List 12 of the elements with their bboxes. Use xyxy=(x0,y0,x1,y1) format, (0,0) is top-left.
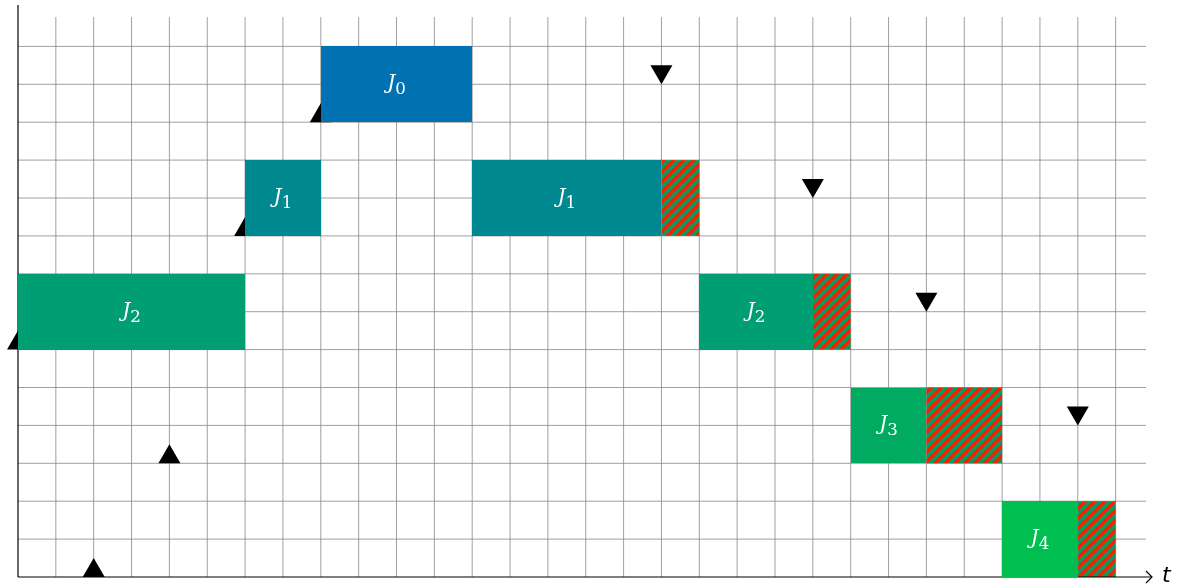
overrun-hatch xyxy=(812,273,851,350)
job-bar xyxy=(850,387,927,464)
overrun-hatch xyxy=(926,387,1003,464)
overrun-hatch xyxy=(661,160,700,236)
job-bar xyxy=(699,273,813,350)
job-bar xyxy=(1002,501,1078,577)
job-bar xyxy=(18,273,246,350)
job-bar xyxy=(245,160,321,236)
axis-label: t xyxy=(1162,562,1171,587)
job-bar xyxy=(320,46,473,123)
overrun-hatch xyxy=(1077,501,1116,577)
job-bar xyxy=(472,160,662,236)
